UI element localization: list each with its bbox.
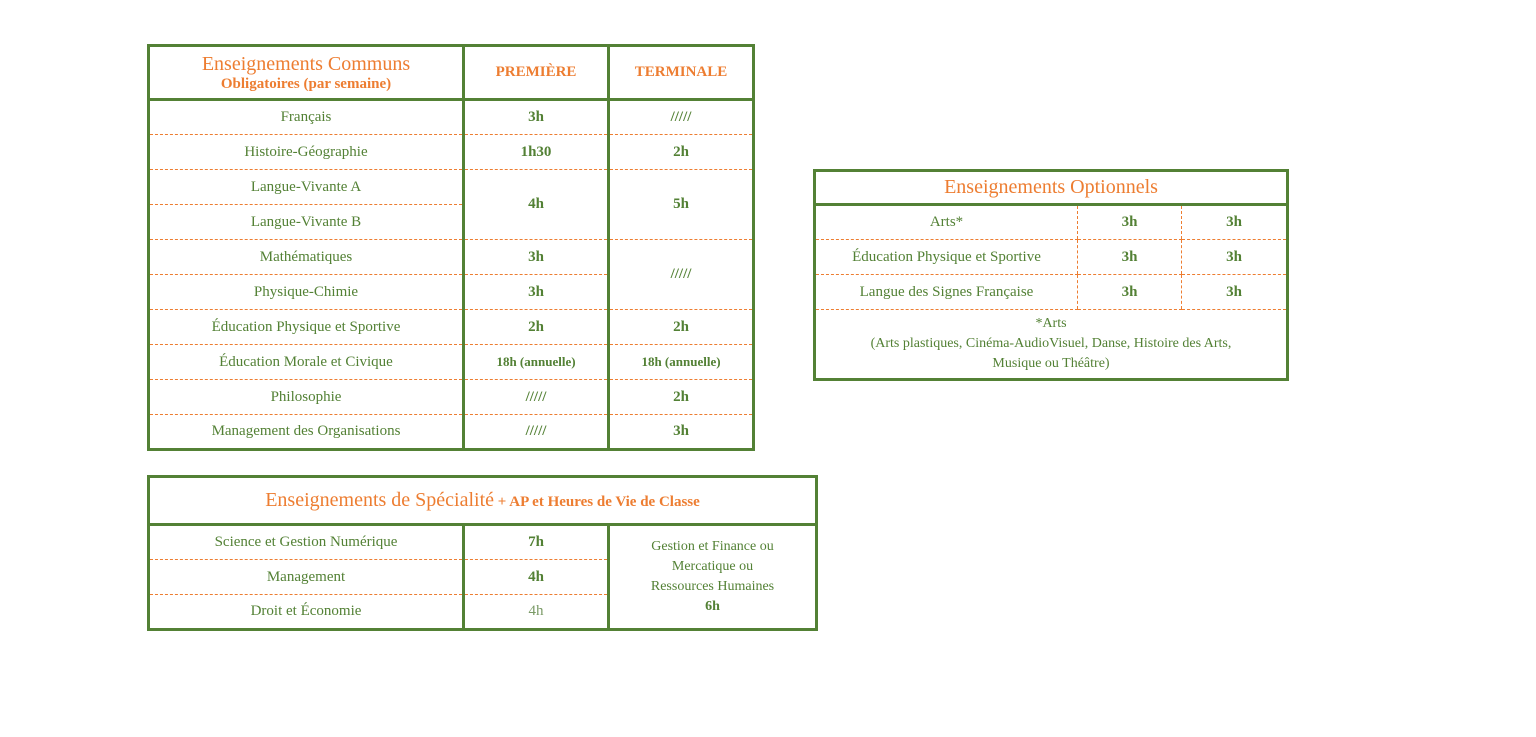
footnote-line: (Arts plastiques, Cinéma-AudioVisuel, Da… (870, 336, 1232, 351)
subject: Éducation Morale et Civique (148, 344, 464, 380)
subject: Droit et Économie (250, 603, 362, 619)
hours-premiere: 7h (462, 524, 610, 560)
hours-terminale: 3h (1180, 239, 1288, 275)
subject: Éducation Physique et Sportive (814, 239, 1078, 275)
subject: Arts* (814, 204, 1078, 240)
optionnels-title: Enseignements Optionnels (814, 170, 1288, 206)
hours-terminale: 5h (608, 169, 754, 240)
specialite-terminale: Gestion et Finance ou Mercatique ou Ressou… (609, 525, 817, 630)
specialite-title: Enseignements de Spécialité (265, 489, 495, 511)
subject: Physique-Chimie (148, 274, 464, 310)
hours-terminale: 3h (1180, 204, 1288, 240)
hours-terminale: 2h (608, 309, 754, 345)
subject: Langue des Signes Française (814, 274, 1078, 310)
hours-terminale: 18h (annuelle) (608, 344, 754, 380)
subject: Management (148, 559, 464, 595)
hours-premiere: 4h (462, 559, 610, 595)
subject: Philosophie (148, 379, 464, 415)
hours-premiere: 3h (1077, 274, 1182, 310)
hours-terminale: ///// (608, 99, 754, 135)
hours-premiere: 3h (462, 99, 610, 135)
hours-premiere: 18h (annuelle) (462, 344, 610, 380)
terminale-option: Mercatique ou (671, 559, 754, 574)
hours-premiere: ///// (462, 379, 610, 415)
hours-premiere: 3h (1077, 239, 1182, 275)
col-terminale: TERMINALE (608, 45, 754, 101)
arts-footnote: *Arts (Arts plastiques, Cinéma-AudioVisue… (815, 310, 1288, 380)
hours-terminale: 2h (608, 379, 754, 415)
hours-terminale: ///// (608, 239, 754, 310)
hours-premiere: 3h (462, 274, 610, 310)
footnote-title: *Arts (1035, 316, 1067, 331)
subject: Français (148, 99, 464, 135)
hours-terminale: 3h (1180, 274, 1288, 310)
hours-premiere: 3h (462, 239, 610, 275)
hours-premiere: ///// (462, 414, 610, 450)
enseignements-specialite-table: Enseignements de Spécialité + AP et Heur… (147, 475, 819, 631)
hours-terminale: 2h (608, 134, 754, 170)
hours-premiere: 3h (1077, 204, 1182, 240)
communs-subtitle: Obligatoires (par semaine) (220, 75, 392, 92)
hours-premiere: 1h30 (462, 134, 610, 170)
subject: Mathématiques (148, 239, 464, 275)
subject: Langue-Vivante B (148, 204, 464, 240)
hours-terminale: 3h (673, 423, 689, 439)
hours-premiere: 2h (462, 309, 610, 345)
terminale-option: Ressources Humaines (650, 579, 775, 594)
col-premiere: PREMIÈRE (462, 45, 610, 101)
subject: Langue-Vivante A (148, 169, 464, 205)
hours-premiere: 4h (462, 169, 610, 240)
specialite-title-suffix: + AP et Heures de Vie de Classe (497, 494, 700, 510)
footnote-line: Musique ou Théâtre) (992, 356, 1110, 371)
terminale-hours: 6h (705, 599, 720, 614)
subject: Science et Gestion Numérique (148, 524, 464, 560)
subject: Histoire-Géographie (148, 134, 464, 170)
specialite-header: Enseignements de Spécialité + AP et Heur… (148, 476, 817, 526)
subject: Management des Organisations (211, 423, 401, 439)
subject: Éducation Physique et Sportive (148, 309, 464, 345)
communs-title: Enseignements Communs (201, 52, 411, 75)
terminale-option: Gestion et Finance ou (651, 539, 774, 554)
hours-premiere: 4h (462, 594, 610, 630)
